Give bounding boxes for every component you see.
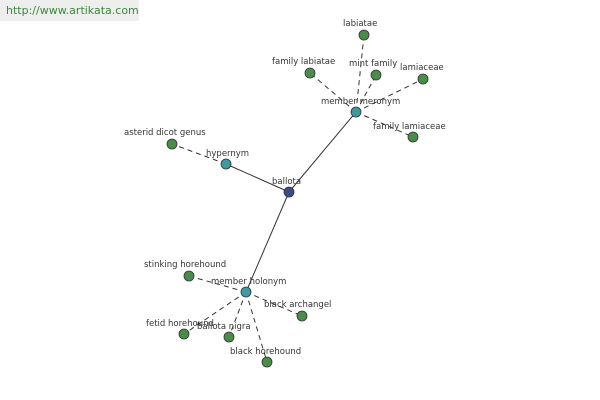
leaf-label-labiatae: labiatae	[343, 19, 377, 29]
labels-layer: asterid dicot genus labiatae family labiat…	[124, 19, 446, 357]
leaf-node-mint-family[interactable]	[370, 69, 382, 81]
leaf-node-black-archangel[interactable]	[296, 310, 308, 322]
relation-label-hypernym: hypernym	[206, 149, 249, 159]
edge-member-holonym-to-ballota-nigra	[228, 291, 247, 338]
leaf-label-black-archangel: black archangel	[264, 300, 331, 310]
relation-node-member-holonym[interactable]	[240, 286, 252, 298]
leaf-label-stinking-horehound: stinking horehound	[144, 260, 226, 270]
edge-member-holonym-to-black-horehound	[245, 291, 268, 363]
root-label-ballota: ballota	[272, 177, 301, 187]
leaf-label-lamiaceae: lamiaceae	[400, 63, 444, 73]
edge-member-holonym-to-fetid-horehound	[183, 291, 247, 335]
leaf-node-labiatae[interactable]	[358, 29, 370, 41]
leaf-node-stinking-horehound[interactable]	[183, 270, 195, 282]
leaf-node-family-lamiaceae[interactable]	[407, 131, 419, 143]
nodes-layer	[166, 29, 429, 368]
leaf-label-fetid-horehound: fetid horehound	[146, 319, 214, 329]
leaf-node-black-horehound[interactable]	[261, 356, 273, 368]
edge-member-holonym-to-stinking-horehound	[188, 275, 247, 293]
relation-node-hypernym[interactable]	[220, 158, 232, 170]
relation-label-member-holonym: member holonym	[211, 277, 286, 287]
watermark-url: http://www.artikata.com	[0, 0, 139, 21]
leaf-node-fetid-horehound[interactable]	[178, 328, 190, 340]
edge-ballota-to-member-meronym	[288, 111, 357, 193]
leaf-label-family-lamiaceae: family lamiaceae	[373, 122, 446, 132]
leaf-label-asterid-dicot-genus: asterid dicot genus	[124, 128, 206, 138]
leaf-node-ballota-nigra[interactable]	[223, 331, 235, 343]
leaf-label-black-horehound: black horehound	[230, 347, 301, 357]
edge-ballota-to-hypernym	[225, 163, 290, 193]
edge-ballota-to-member-holonym	[245, 191, 290, 293]
edge-hypernym-to-asterid-dicot-genus	[171, 143, 227, 165]
leaf-label-family-labiatae: family labiatae	[272, 57, 335, 67]
edge-member-meronym-to-labiatae	[355, 34, 365, 113]
edge-member-meronym-to-family-lamiaceae	[355, 111, 414, 138]
leaf-label-ballota-nigra: ballota nigra	[197, 322, 251, 332]
edge-member-meronym-to-family-labiatae	[309, 72, 357, 113]
leaf-label-mint-family: mint family	[349, 59, 397, 69]
edge-member-meronym-to-mint-family	[355, 74, 377, 113]
leaf-node-lamiaceae[interactable]	[417, 73, 429, 85]
relation-label-member-meronym: member meronym	[321, 97, 400, 107]
leaf-node-asterid-dicot-genus[interactable]	[166, 138, 178, 150]
edge-member-meronym-to-lamiaceae	[355, 78, 424, 113]
edges-layer	[171, 34, 424, 363]
leaf-node-family-labiatae[interactable]	[304, 67, 316, 79]
root-node-ballota[interactable]	[283, 186, 295, 198]
relation-node-member-meronym[interactable]	[350, 106, 362, 118]
edge-member-holonym-to-black-archangel	[245, 291, 303, 317]
